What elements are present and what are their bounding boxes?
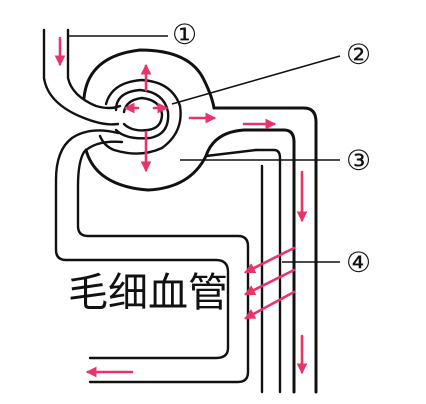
capillary-caption: 毛细血管	[68, 270, 228, 316]
arrow-reabsorb-1	[244, 246, 296, 274]
label-4: ④	[346, 246, 371, 279]
blood-vessel	[42, 28, 250, 384]
label-3: ③	[346, 144, 371, 177]
arrow-reabsorb-3	[244, 290, 296, 320]
arrow-reabsorb-2	[244, 268, 296, 296]
leader-2	[171, 55, 341, 105]
label-2: ②	[346, 38, 371, 71]
leader-lines	[68, 35, 341, 263]
flow-arrows	[54, 36, 308, 378]
label-1: ①	[172, 18, 197, 51]
renal-capsule-and-tubule	[82, 48, 318, 394]
glomerulus	[114, 88, 170, 140]
